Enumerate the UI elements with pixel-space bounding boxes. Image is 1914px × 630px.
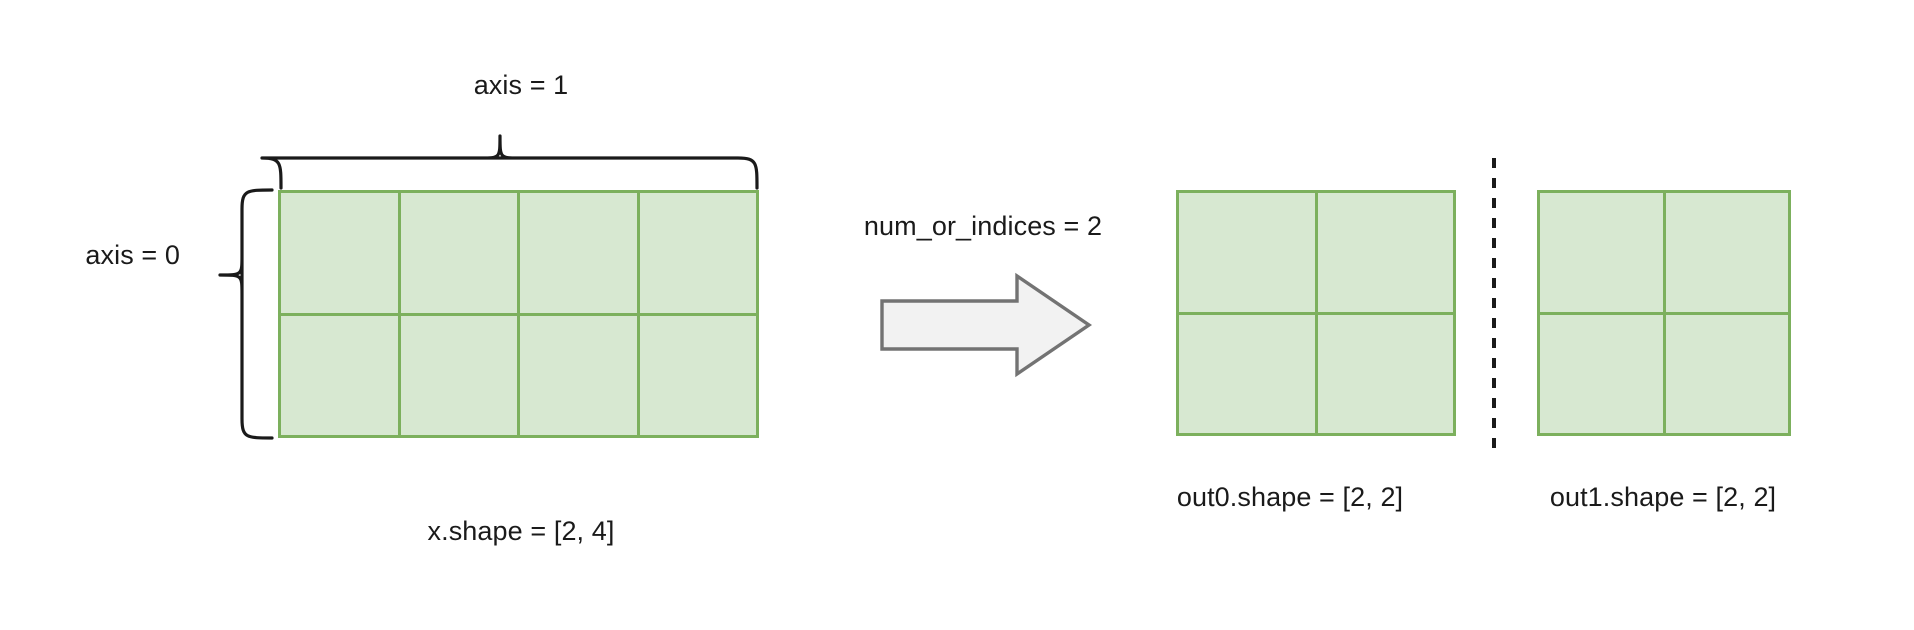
output0-tensor-grid bbox=[1176, 190, 1456, 436]
tensor-cell bbox=[1179, 193, 1315, 312]
tensor-cell bbox=[1665, 314, 1788, 433]
input-shape-label: x.shape = [2, 4] bbox=[427, 516, 615, 546]
output0-shape-label: out0.shape = [2, 2] bbox=[1176, 482, 1404, 512]
tensor-cell bbox=[400, 315, 517, 435]
tensor-cell bbox=[1540, 314, 1663, 433]
num-or-indices-label: num_or_indices = 2 bbox=[863, 211, 1103, 241]
tensor-cell bbox=[1665, 193, 1788, 312]
tensor-cell bbox=[1317, 314, 1453, 433]
axis1-brace bbox=[260, 134, 759, 190]
tensor-cell bbox=[1317, 193, 1453, 312]
tensor-cell bbox=[639, 315, 756, 435]
tensor-cell bbox=[400, 193, 517, 313]
input-tensor-grid bbox=[278, 190, 759, 438]
tensor-cell bbox=[639, 193, 756, 313]
tensor-cell bbox=[281, 193, 398, 313]
tensor-cell bbox=[1540, 193, 1663, 312]
axis-0-label: axis = 0 bbox=[85, 240, 180, 270]
output1-tensor-grid bbox=[1537, 190, 1791, 436]
tensor-cell bbox=[520, 193, 637, 313]
tensor-cell bbox=[281, 315, 398, 435]
axis0-brace bbox=[218, 188, 274, 440]
output1-shape-label: out1.shape = [2, 2] bbox=[1549, 482, 1777, 512]
tensor-cell bbox=[520, 315, 637, 435]
axis-1-label: axis = 1 bbox=[473, 70, 569, 100]
right-arrow-icon bbox=[880, 272, 1093, 378]
tensor-cell bbox=[1179, 314, 1315, 433]
